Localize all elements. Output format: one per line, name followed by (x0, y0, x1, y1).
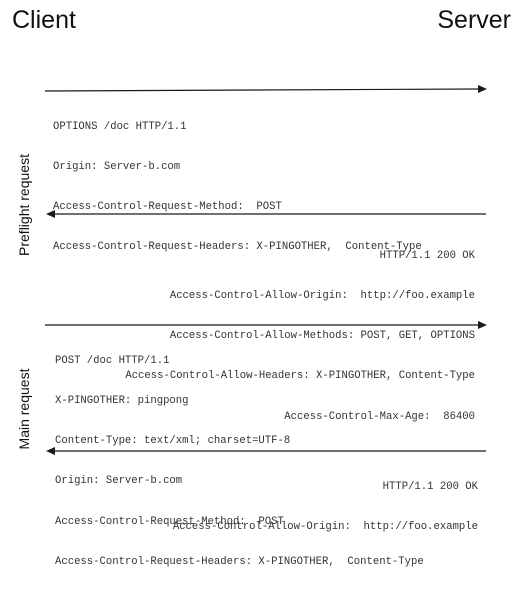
message-line: POST /doc HTTP/1.1 (55, 354, 170, 367)
message-line: HTTP/1.1 200 OK (382, 480, 478, 493)
message-line: Access-Control-Request-Headers: X-PINGOT… (53, 241, 422, 254)
message-line: Access-Control-Request-Method: POST (53, 201, 282, 214)
message-line: Access-Control-Allow-Origin: http://foo.… (169, 290, 475, 303)
client-header: Client (12, 6, 76, 34)
message-line: Access-Control-Allow-Headers: X-PINGOTHE… (125, 370, 475, 383)
preflight-section-label: Preflight request (16, 154, 32, 256)
main-response-message: HTTP/1.1 200 OK Access-Control-Allow-Ori… (173, 454, 478, 561)
message-line: Access-Control-Allow-Methods: POST, GET,… (169, 330, 475, 343)
cors-sequence-diagram: Client Server Preflight request Main req… (12, 6, 511, 568)
message-line: Access-Control-Allow-Origin: http://foo.… (172, 521, 478, 534)
message-line: Origin: Server-b.com (55, 475, 183, 488)
main-section-label: Main request (16, 368, 32, 450)
message-line: Access-Control-Max-Age: 86400 (284, 410, 475, 423)
message-line: Origin: Server-b.com (53, 161, 181, 174)
preflight-response-message: HTTP/1.1 200 OK Access-Control-Allow-Ori… (125, 223, 475, 451)
arrow-main-request (45, 321, 487, 329)
message-line: OPTIONS /doc HTTP/1.1 (53, 120, 187, 133)
message-line: HTTP/1.1 200 OK (379, 249, 475, 262)
message-line: Content-Type: text/xml; charset=UTF-8 (55, 435, 291, 448)
arrow-preflight-request (44, 85, 487, 93)
arrow-preflight-response (46, 210, 486, 218)
preflight-request-message: OPTIONS /doc HTTP/1.1 Origin: Server-b.c… (53, 94, 422, 282)
arrows-layer (44, 85, 487, 455)
arrow-main-response (46, 447, 486, 455)
message-line: X-PINGOTHER: pingpong (55, 395, 189, 408)
server-header: Server (437, 6, 511, 34)
